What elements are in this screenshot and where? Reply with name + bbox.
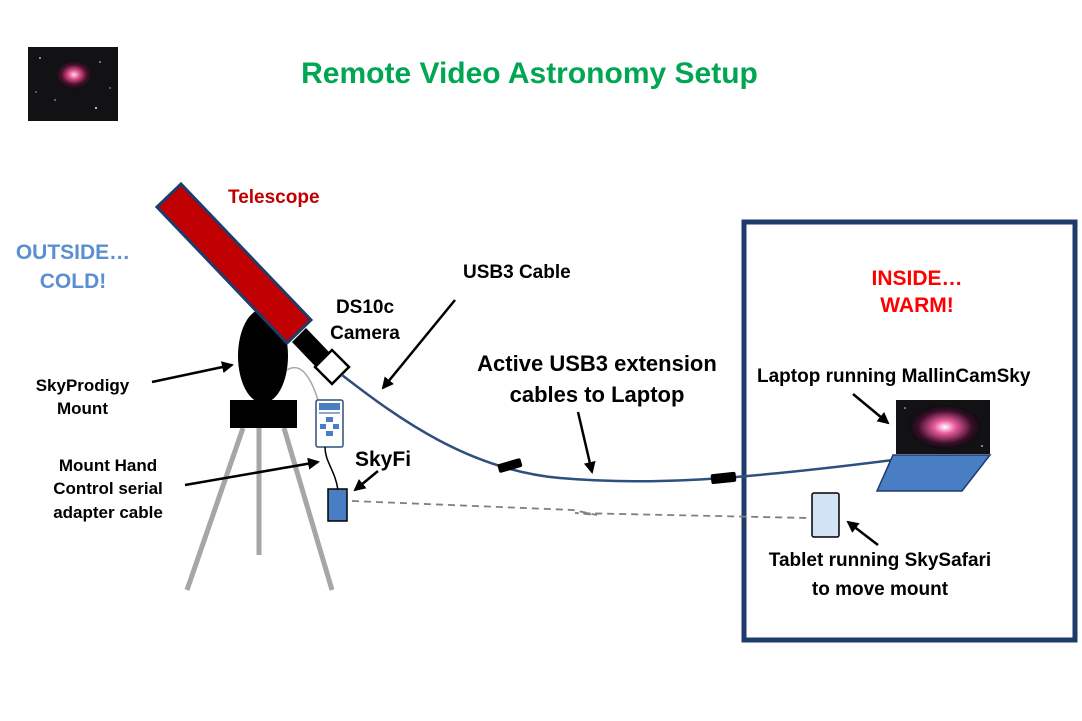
arrow-to-mount (151, 361, 234, 384)
usb-extension-connector-2 (710, 471, 737, 485)
arrow-to-usb-cable (381, 299, 456, 390)
arrow-to-laptop (852, 393, 890, 425)
hand-control-label: Mount Hand Control serial adapter cable (38, 456, 178, 523)
outside-label-line2: COLD! (39, 270, 107, 294)
page-title: Remote Video Astronomy Setup (301, 57, 758, 90)
telescope-tube (154, 181, 329, 366)
arrow-to-tablet (846, 520, 879, 546)
arrow-to-skyfi (353, 470, 379, 492)
mount-label-line2: Mount (57, 399, 108, 419)
extension-label-line2: cables to Laptop (509, 382, 685, 408)
tablet-label-line1: Tablet running SkySafari (768, 550, 992, 571)
mount-base (230, 400, 297, 428)
usb3-cable-line (341, 374, 894, 483)
outside-label: OUTSIDE… COLD! (8, 240, 138, 294)
usb-extension-connector-1 (497, 458, 523, 473)
camera-diamond-icon (313, 348, 351, 386)
outside-label-line1: OUTSIDE… (15, 241, 131, 264)
hand-controller-icon (315, 399, 344, 448)
serial-adapter-cable (324, 446, 339, 491)
arrow-to-adapter-cable (184, 457, 320, 487)
usb3-cable-label: USB3 Cable (463, 262, 571, 283)
inside-label-line1: INSIDE… (871, 267, 963, 290)
inside-label: INSIDE… WARM! (847, 266, 987, 318)
laptop-icon (875, 400, 992, 492)
tablet-label-line2: to move mount (811, 578, 949, 600)
mount-label: SkyProdigy Mount (20, 376, 145, 420)
tablet-icon (811, 492, 840, 538)
inside-label-line2: WARM! (880, 294, 954, 318)
inside-room-box (741, 219, 1078, 643)
nebula-thumbnail-image (28, 47, 118, 121)
wireless-link (351, 500, 809, 519)
hand-control-label-line2: Control serial (53, 479, 163, 499)
extension-cables-label: Active USB3 extension cables to Laptop (462, 351, 732, 409)
skyfi-device-icon (327, 488, 348, 522)
camera-label-line2: Camera (330, 322, 400, 344)
camera-label: DS10c Camera (320, 297, 410, 346)
tripod (184, 427, 335, 591)
telescope-label: Telescope (228, 187, 320, 208)
mount-label-line1: SkyProdigy (35, 376, 130, 395)
hand-control-label-line3: adapter cable (53, 502, 163, 522)
camera-label-line1: DS10c (335, 297, 395, 318)
tablet-label: Tablet running SkySafari to move mount (750, 550, 1010, 602)
hand-control-cable-upper (286, 367, 319, 401)
laptop-label: Laptop running MallinCamSky (757, 366, 1031, 387)
extension-label-line1: Active USB3 extension (477, 351, 717, 376)
hand-control-label-line1: Mount Hand (58, 456, 158, 475)
arrow-to-extension (576, 411, 596, 474)
skyfi-label: SkyFi (355, 448, 412, 471)
